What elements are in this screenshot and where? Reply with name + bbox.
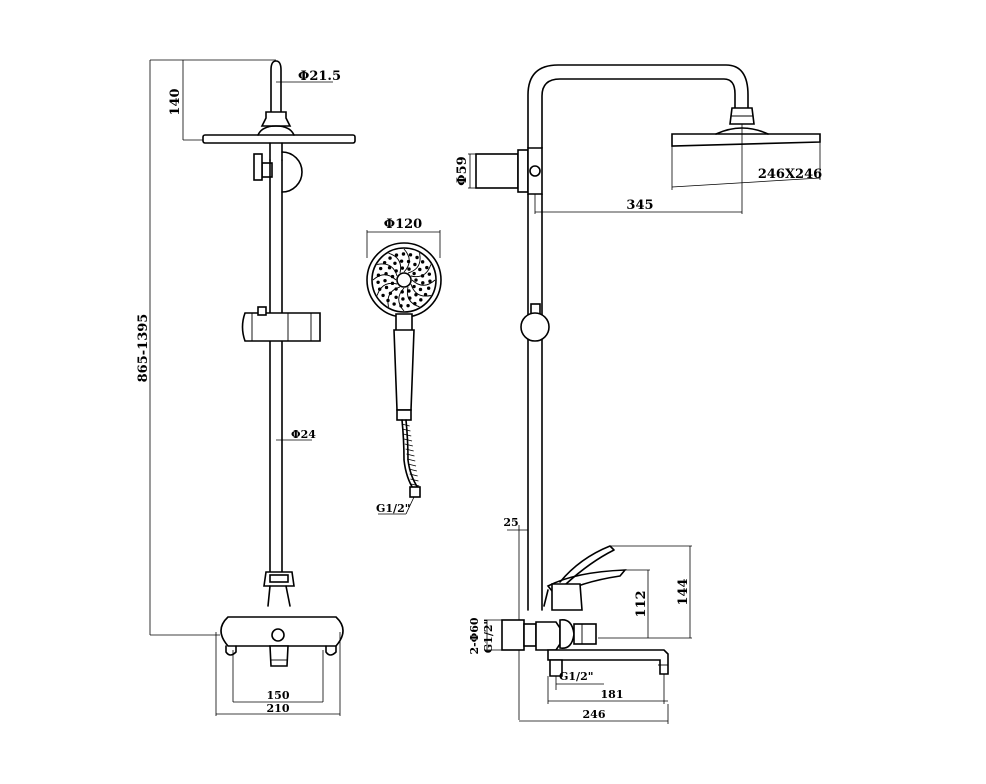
front-mixer-knob: [271, 628, 285, 642]
label-inlet: 2-Φ60: [468, 617, 481, 654]
side-mixer-body: [535, 621, 561, 651]
front-head-mount: [260, 111, 292, 127]
side-slider: [520, 312, 550, 342]
label-handshower-dia: Φ120: [384, 217, 422, 232]
handshower-hose: [401, 419, 415, 491]
label-spout-width: 150: [267, 689, 290, 702]
label-inlet-thread: G1/2": [482, 619, 495, 653]
front-top-pipe: [270, 60, 282, 113]
label-total-height: 865-1395: [136, 314, 151, 383]
handshower-spray-pattern: [372, 248, 436, 312]
front-spout: [269, 645, 289, 667]
hose-connector: [409, 486, 421, 498]
front-diverter-knob: [281, 151, 303, 193]
label-arm-reach: 345: [626, 198, 653, 213]
side-arm-inner: [541, 78, 736, 149]
label-spout-reach: 181: [601, 688, 624, 701]
label-top-height: 140: [168, 88, 183, 115]
hand-shower-view: Φ120 G1/2": [366, 217, 442, 515]
label-head-pipe-dia: Φ21.5: [298, 69, 341, 84]
side-mixer-cap: [573, 623, 597, 645]
front-view: Φ21.5 140 865-1395 Φ24 150 210: [136, 59, 356, 716]
label-head-size: 246X246: [758, 167, 822, 182]
side-arm-outer: [527, 64, 749, 149]
side-wall-bracket: [475, 153, 519, 189]
side-wall-flange: [501, 619, 525, 651]
label-lever-large: 144: [676, 578, 691, 605]
label-rail-dia: Φ24: [291, 428, 316, 441]
label-mixer-width: 210: [267, 702, 290, 715]
side-mixer-cartridge: [551, 583, 583, 611]
label-outlet-thread: G1/2": [559, 670, 593, 683]
front-shower-head: [202, 134, 356, 144]
label-lever-small: 112: [634, 590, 649, 617]
handshower-handle: [393, 329, 415, 411]
label-hose-thread: G1/2": [376, 502, 410, 515]
side-lower-outlet: [549, 659, 563, 677]
front-head-dome: [257, 125, 295, 136]
side-shower-head: [671, 133, 821, 147]
side-bracket-knob: [529, 165, 541, 177]
label-wall-gap: 25: [503, 516, 518, 529]
label-base-depth: 246: [583, 708, 606, 721]
label-bracket-dia: Φ59: [455, 156, 470, 185]
side-view: 246X246 Φ59 345 25: [455, 64, 822, 724]
dim-head-size-line: [671, 177, 821, 188]
front-slider-bracket: [241, 312, 321, 342]
handshower-center: [396, 272, 412, 288]
